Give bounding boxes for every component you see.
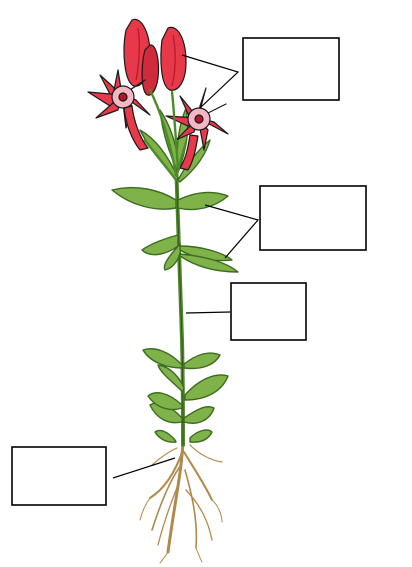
label-box-stem[interactable] — [230, 282, 307, 341]
leader-lines — [112, 54, 260, 479]
leader-line-stem — [185, 311, 231, 314]
leader-line-leaf — [204, 204, 260, 259]
label-box-flower[interactable] — [242, 37, 340, 101]
middle-leaves-illustration — [141, 234, 239, 273]
roots-illustration — [139, 438, 223, 564]
lower-leaves-illustration — [142, 348, 229, 443]
leader-line-root — [112, 457, 176, 479]
leader-line-flower — [181, 54, 240, 109]
right-flower — [165, 87, 229, 151]
flowers-illustration — [87, 18, 229, 171]
label-box-leaf[interactable] — [259, 185, 367, 251]
label-box-root[interactable] — [11, 446, 107, 506]
